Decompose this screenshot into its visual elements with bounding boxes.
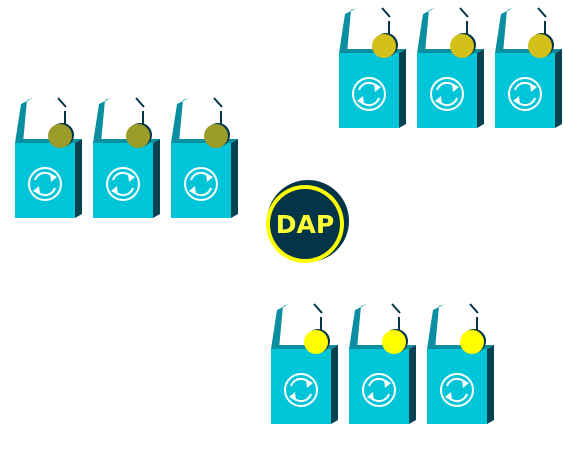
status-light: [372, 34, 396, 58]
access-point-device: [14, 97, 83, 219]
dap-node: DAP: [266, 180, 349, 263]
access-point-device: [270, 303, 339, 425]
device-box: [170, 97, 239, 219]
device-box: [426, 303, 495, 425]
device-box: [14, 97, 83, 219]
access-point-device: [494, 7, 563, 129]
device-box: [92, 97, 161, 219]
access-point-device: [338, 7, 407, 129]
access-point-device: [348, 303, 417, 425]
access-point-device: [416, 7, 485, 129]
access-point-device: [170, 97, 239, 219]
access-point-device: [92, 97, 161, 219]
device-box: [416, 7, 485, 129]
dap-label: DAP: [276, 210, 334, 239]
status-light: [48, 124, 72, 148]
device-group-top: [338, 7, 563, 129]
device-box: [494, 7, 563, 129]
access-point-device: [426, 303, 495, 425]
device-box: [348, 303, 417, 425]
status-light: [460, 330, 484, 354]
status-light: [382, 330, 406, 354]
status-light: [304, 330, 328, 354]
status-light: [126, 124, 150, 148]
device-group-bottom: [270, 303, 495, 425]
device-group-left: [14, 97, 239, 219]
status-light: [204, 124, 228, 148]
device-box: [338, 7, 407, 129]
dap-node-core: [270, 189, 340, 259]
device-box: [270, 303, 339, 425]
status-light: [528, 34, 552, 58]
status-light: [450, 34, 474, 58]
